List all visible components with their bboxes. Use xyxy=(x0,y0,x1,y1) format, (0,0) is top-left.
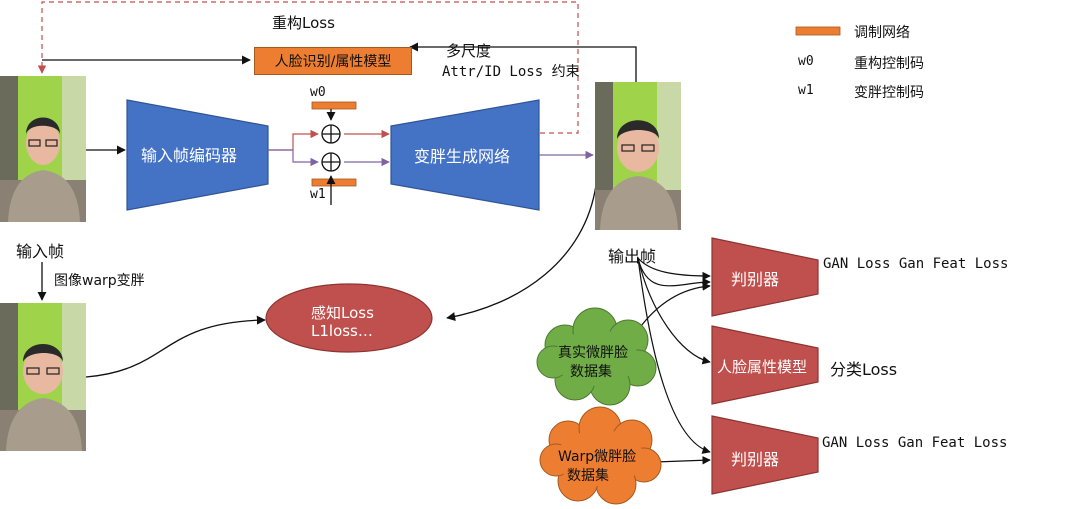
encoder-shape xyxy=(126,99,269,211)
gan-loss-bottom-label: GAN Loss Gan Feat Loss xyxy=(822,435,1008,451)
face-attr-shape xyxy=(711,325,819,405)
legend-mod-net-label: 调制网络 xyxy=(854,25,910,41)
w1-add-symbol xyxy=(321,152,341,172)
face-model-label: 人脸识别/属性模型 xyxy=(274,54,392,70)
real-dataset-label-2: 数据集 xyxy=(570,364,612,380)
warp-dataset-cloud xyxy=(539,406,662,505)
warp-to-perceptual-arrow xyxy=(85,315,266,378)
disc-top-shape xyxy=(711,237,819,317)
warp-dataset-label-1: Warp微胖脸 xyxy=(558,449,637,465)
perceptual-loss-label-2: L1loss… xyxy=(311,322,373,340)
output-to-perceptual-arrow xyxy=(446,184,597,322)
warp-dataset-label-2: 数据集 xyxy=(567,468,609,484)
input-frame-photo xyxy=(0,76,86,222)
disc-bottom-shape xyxy=(711,415,819,495)
gan-loss-top-label: GAN Loss Gan Feat Loss xyxy=(823,256,1009,272)
attr-id-loss-label: Attr/ID Loss 约束 xyxy=(442,64,580,80)
output-frame-label: 输出帧 xyxy=(608,247,657,266)
warp-frame-photo xyxy=(0,303,86,451)
face-attr-label: 人脸属性模型 xyxy=(717,358,808,376)
legend-mod-bar xyxy=(795,26,841,36)
perceptual-loss-shape xyxy=(265,283,433,353)
perceptual-loss-label-1: 感知Loss xyxy=(311,304,374,322)
legend-w1-desc: 变胖控制码 xyxy=(854,85,924,101)
w0-label: w0 xyxy=(310,85,326,100)
recon-loss-label: 重构Loss xyxy=(272,14,335,32)
w1-label: w1 xyxy=(310,187,326,202)
w1-mod-bar xyxy=(311,178,357,187)
face-model-box: 人脸识别/属性模型 xyxy=(254,47,412,75)
enc-to-w1-line xyxy=(268,149,319,167)
w0-add-symbol xyxy=(321,124,341,144)
legend-w0-desc: 重构控制码 xyxy=(854,56,924,72)
multi-scale-label: 多尺度 xyxy=(446,42,492,60)
input-frame-label: 输入帧 xyxy=(16,242,65,261)
generator-label: 变胖生成网络 xyxy=(414,147,511,166)
output-frame-photo xyxy=(595,82,681,230)
real-dataset-label-1: 真实微胖脸 xyxy=(558,345,628,361)
output-to-model-arrow xyxy=(409,42,637,82)
classify-loss-label: 分类Loss xyxy=(830,360,898,379)
warp-fat-label: 图像warp变胖 xyxy=(54,273,145,289)
real-dataset-cloud xyxy=(536,307,657,406)
enc-to-w0-line xyxy=(268,129,319,151)
encoder-label: 输入帧编码器 xyxy=(141,146,238,165)
w0-mod-bar xyxy=(311,101,357,110)
legend-w0-key: w0 xyxy=(798,54,814,69)
generator-shape xyxy=(390,99,540,211)
disc-top-label: 判别器 xyxy=(731,270,780,289)
legend-w1-key: w1 xyxy=(798,83,814,98)
disc-bottom-label: 判别器 xyxy=(731,450,780,469)
